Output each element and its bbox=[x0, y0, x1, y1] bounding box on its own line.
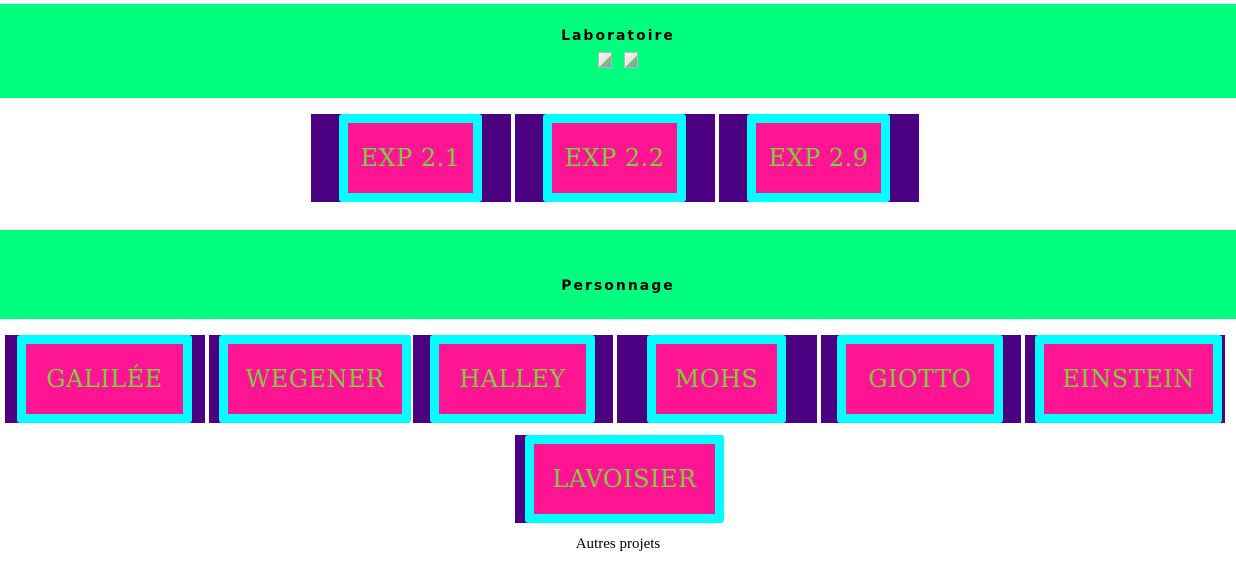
experiment-label: EXP 2.9 bbox=[768, 144, 869, 172]
person-button-giotto[interactable]: GIOTTO bbox=[837, 335, 1003, 423]
person-button-mohs[interactable]: MOHS bbox=[647, 335, 786, 423]
person-row-2: LAVOISIER bbox=[515, 435, 724, 523]
other-projects-link[interactable]: Autres projets bbox=[575, 536, 661, 552]
laboratoire-banner: Laboratoire bbox=[0, 4, 1236, 98]
experiment-row: EXP 2.1 EXP 2.2 EXP 2.9 bbox=[311, 114, 919, 202]
experiment-button-2-2[interactable]: EXP 2.2 bbox=[543, 114, 686, 202]
person-cell: MOHS bbox=[617, 335, 817, 423]
banner-images bbox=[0, 52, 1236, 70]
person-cell: LAVOISIER bbox=[515, 435, 724, 523]
person-button-galilee[interactable]: GALILÉE bbox=[17, 335, 192, 423]
personnage-title: Personnage bbox=[561, 278, 675, 294]
experiment-button-2-9[interactable]: EXP 2.9 bbox=[747, 114, 890, 202]
person-button-lavoisier[interactable]: LAVOISIER bbox=[525, 435, 724, 523]
experiment-cell: EXP 2.2 bbox=[515, 114, 715, 202]
person-cell: HALLEY bbox=[413, 335, 613, 423]
person-label: WEGENER bbox=[245, 365, 385, 393]
person-cell: GALILÉE bbox=[5, 335, 205, 423]
person-label: HALLEY bbox=[459, 365, 566, 393]
personnage-banner: Personnage bbox=[0, 230, 1236, 319]
person-label: GALILÉE bbox=[46, 365, 163, 393]
experiment-button-2-1[interactable]: EXP 2.1 bbox=[339, 114, 482, 202]
person-button-einstein[interactable]: EINSTEIN bbox=[1035, 335, 1222, 423]
broken-image-icon bbox=[623, 52, 638, 68]
experiment-label: EXP 2.2 bbox=[564, 144, 665, 172]
person-row: GALILÉE WEGENER HALLEY MOHS GIOTTO EINST… bbox=[5, 335, 1225, 423]
experiment-label: EXP 2.1 bbox=[360, 144, 461, 172]
person-cell: GIOTTO bbox=[821, 335, 1021, 423]
experiment-cell: EXP 2.1 bbox=[311, 114, 511, 202]
experiment-cell: EXP 2.9 bbox=[719, 114, 919, 202]
person-label: MOHS bbox=[674, 365, 759, 393]
person-cell: EINSTEIN bbox=[1025, 335, 1225, 423]
person-label: EINSTEIN bbox=[1062, 365, 1195, 393]
person-button-wegener[interactable]: WEGENER bbox=[219, 335, 411, 423]
person-button-halley[interactable]: HALLEY bbox=[430, 335, 595, 423]
person-label: LAVOISIER bbox=[552, 465, 697, 493]
laboratoire-title: Laboratoire bbox=[561, 28, 675, 44]
person-label: GIOTTO bbox=[868, 365, 972, 393]
broken-image-icon bbox=[598, 52, 613, 68]
person-cell: WEGENER bbox=[209, 335, 411, 423]
